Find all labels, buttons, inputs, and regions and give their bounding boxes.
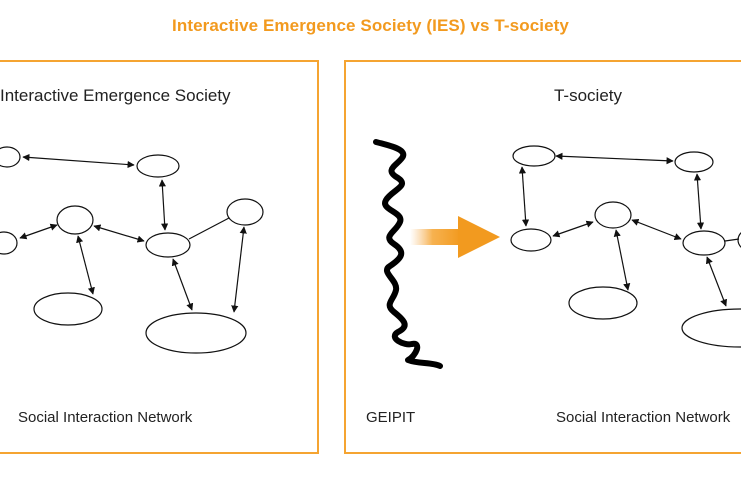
ies-caption: Social Interaction Network — [18, 409, 193, 426]
node — [136, 154, 180, 178]
edge — [555, 152, 674, 165]
node — [674, 151, 714, 173]
edge — [22, 153, 135, 169]
node — [226, 198, 264, 226]
edge — [518, 166, 530, 227]
edge — [93, 224, 145, 243]
node — [594, 201, 632, 229]
node — [0, 231, 18, 255]
t-society-caption: Social Interaction Network — [556, 409, 731, 426]
geipit-label: GEIPIT — [366, 409, 415, 426]
wavy-barrier-icon — [373, 139, 443, 369]
node — [0, 146, 21, 168]
edge — [705, 256, 728, 307]
ies-panel — [0, 60, 319, 454]
edge — [76, 235, 95, 295]
edge — [631, 218, 682, 241]
edge — [188, 217, 230, 240]
edge — [19, 223, 58, 240]
edge — [613, 229, 631, 291]
edge — [231, 226, 247, 313]
ies-network — [0, 146, 264, 354]
node — [145, 232, 191, 258]
t-society-edges — [518, 152, 740, 307]
node — [33, 292, 103, 326]
node — [682, 230, 726, 256]
node — [512, 145, 556, 167]
t-society-network — [510, 145, 741, 348]
node — [737, 232, 741, 248]
edge — [693, 173, 705, 230]
arrow-right-icon — [410, 216, 500, 258]
edge — [158, 179, 169, 231]
node — [681, 308, 741, 348]
t-society-panel — [344, 60, 741, 454]
node — [510, 228, 552, 252]
ies-heading: Interactive Emergence Society — [0, 86, 231, 105]
node — [56, 205, 94, 235]
t-society-heading: T-society — [554, 86, 623, 105]
edge — [552, 220, 594, 238]
ies-edges — [19, 153, 247, 313]
edge — [724, 238, 740, 242]
page-title: Interactive Emergence Society (IES) vs T… — [172, 16, 569, 35]
node — [145, 312, 247, 354]
node — [568, 286, 638, 320]
edge — [171, 258, 194, 311]
